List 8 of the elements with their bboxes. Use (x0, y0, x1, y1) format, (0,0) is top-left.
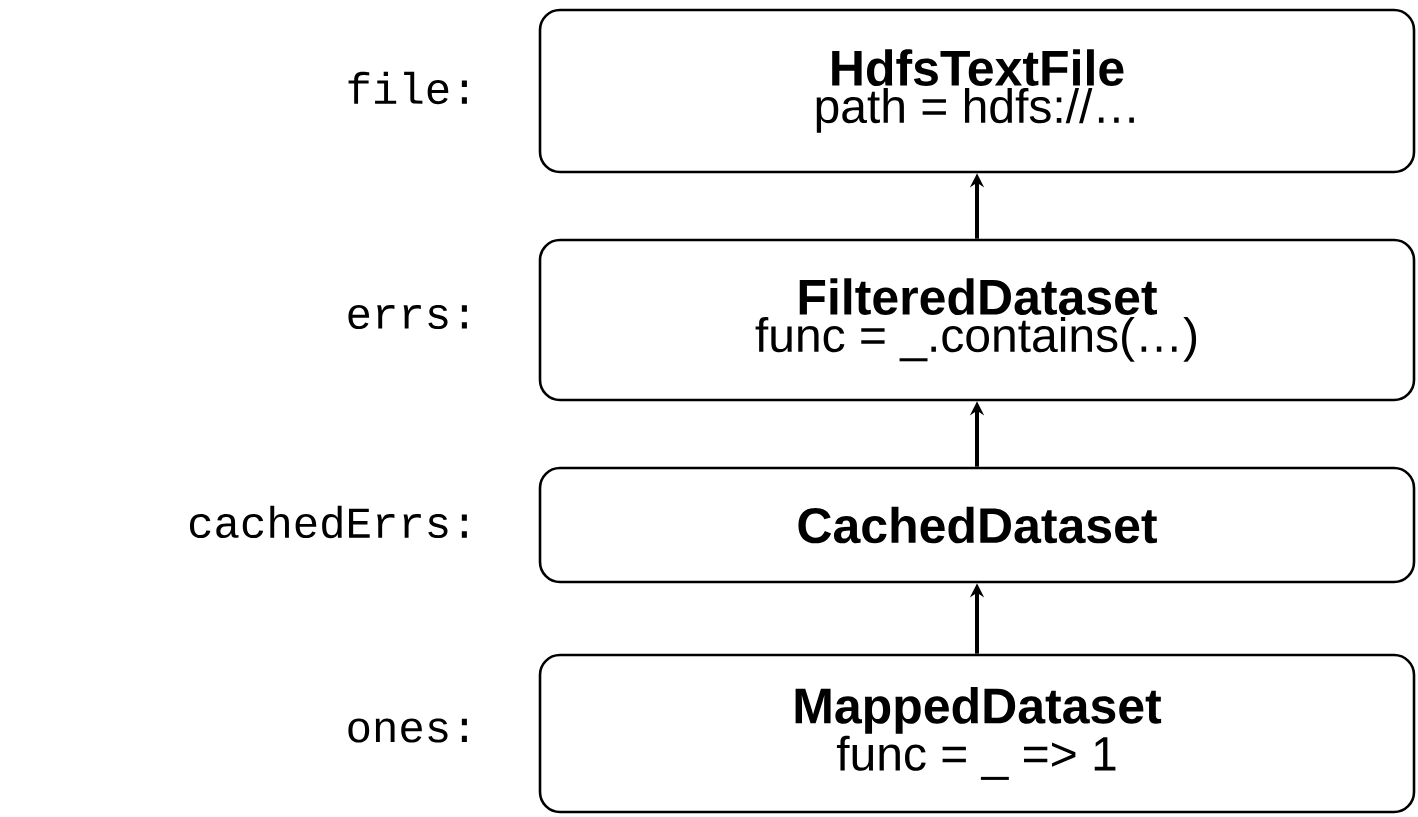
variable-label: ones: (348, 718, 467, 743)
dataset-box: CachedDataset (538, 466, 1416, 584)
dataset-box: MappedDataset func = _ => 1 (538, 653, 1416, 814)
variable-label: errs: (348, 304, 467, 330)
variable-label: cachedErrs: (189, 505, 467, 539)
dataset-box: FilteredDataset func = _.contains(…) (538, 238, 1416, 402)
dataset-box: HdfsTextFile path = hdfs://… (538, 8, 1416, 174)
variable-label: file: (348, 71, 467, 105)
